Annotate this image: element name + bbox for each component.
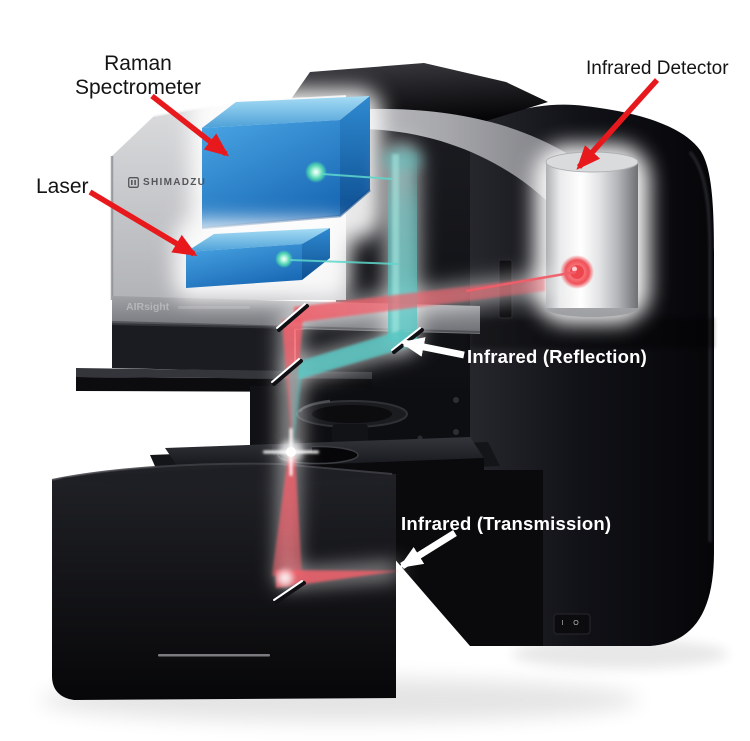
- base-trim-line: [158, 654, 270, 657]
- model-name-label: AIRsight: [126, 301, 251, 313]
- detector-tower: [470, 104, 714, 646]
- under-stage-cavity: [392, 470, 543, 646]
- infrared-detector-label: Infrared Detector: [586, 58, 729, 79]
- raman-emitter-spot: [305, 161, 327, 183]
- raman-spectrometer-arrow: [150, 93, 230, 157]
- power-switch-label: I O: [561, 620, 583, 627]
- infrared-detector-cylinder: [534, 144, 650, 324]
- infrared-transmission-beam: [272, 456, 302, 576]
- optics-box: [112, 324, 294, 372]
- power-switch[interactable]: [553, 613, 591, 635]
- shimadzu-logo-text: SHIMADZU: [143, 177, 207, 188]
- shimadzu-mark-icon: [128, 177, 139, 188]
- infrared-transmission-label: Infrared (Transmission): [401, 513, 612, 534]
- top-cover: [282, 63, 548, 126]
- raman-beam-diagonal: [287, 330, 419, 379]
- objective-turret: [296, 399, 408, 444]
- raman-spectrometer-label: Raman Spectrometer: [74, 52, 202, 100]
- infrared-transmission-arrow: [398, 530, 457, 569]
- top-arch-panel: [238, 108, 618, 216]
- laser-label: Laser: [36, 175, 89, 198]
- base-unit: [51, 462, 396, 700]
- infrared-detector-arrow: [576, 78, 660, 170]
- model-name-text: AIRsight: [126, 301, 170, 313]
- beam-paths: [263, 141, 577, 604]
- laser-emitter-spot: [275, 250, 293, 268]
- raman-spectrometer-box: [190, 88, 382, 240]
- laser-arrow: [88, 189, 198, 257]
- sample-focus-flare: [263, 428, 319, 476]
- infrared-reflection-arrow: [400, 337, 465, 359]
- fold-mirrors: [271, 303, 424, 604]
- model-tagline-blur: [178, 305, 251, 309]
- infrared-reflection-label: Infrared (Reflection): [467, 346, 647, 367]
- annotation-arrows: [88, 78, 660, 569]
- shimadzu-logo: SHIMADZU: [128, 177, 206, 188]
- laser-box: [174, 220, 350, 300]
